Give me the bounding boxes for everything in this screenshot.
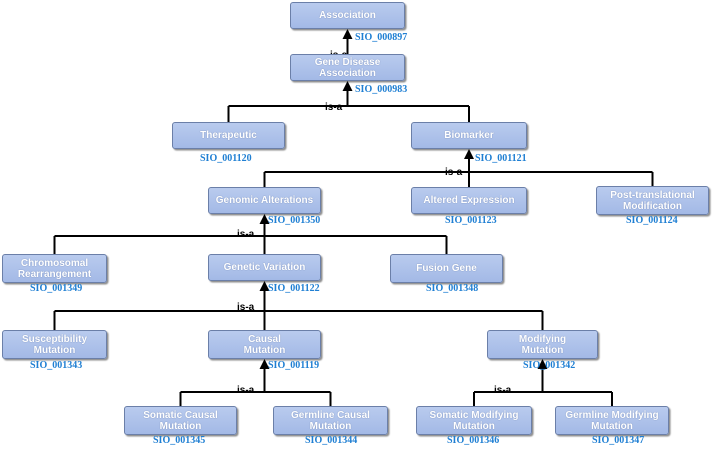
- somatic-causal-mutation-label: Somatic Causal Mutation: [143, 409, 218, 432]
- germline-causal-mutation-sio-id: SIO_001344: [305, 435, 358, 446]
- post-translational-modification-sio-id: SIO_001124: [626, 215, 678, 226]
- therapeutic-label: Therapeutic: [200, 130, 257, 141]
- germline-causal-mutation-node[interactable]: Germline Causal Mutation: [273, 406, 388, 435]
- modifying-mutation-node[interactable]: Modifying Mutation: [487, 330, 598, 359]
- fusion-gene-node[interactable]: Fusion Gene: [390, 254, 503, 283]
- genomic-alterations-sio-id: SIO_001350: [268, 215, 321, 226]
- causal-mutation-sio-id: SIO_001119: [268, 360, 320, 371]
- biomarker-sio-id: SIO_001121: [475, 153, 527, 164]
- association-node[interactable]: Association: [290, 2, 405, 29]
- genetic-variation-node[interactable]: Genetic Variation: [208, 254, 321, 281]
- therapeutic-node[interactable]: Therapeutic: [172, 122, 285, 149]
- germline-modifying-mutation-node[interactable]: Germline Modifying Mutation: [555, 406, 669, 435]
- gene-disease-association-label: Gene Disease Association: [314, 56, 381, 79]
- somatic-causal-mutation-sio-id: SIO_001345: [153, 435, 206, 446]
- fusion-gene-sio-id: SIO_001348: [426, 283, 479, 294]
- chromosomal-rearrangement-label: Chromosomal Rearrangement: [17, 257, 92, 280]
- causal-mutation-is-a-label: is-a: [237, 385, 255, 396]
- modifying-mutation-is-a-label: is-a: [494, 385, 512, 396]
- altered-expression-sio-id: SIO_001123: [445, 215, 497, 226]
- post-translational-modification-label: Post-translational Modification: [610, 189, 695, 212]
- somatic-modifying-mutation-label: Somatic Modifying Mutation: [429, 409, 519, 432]
- germline-modifying-mutation-label: Germline Modifying Mutation: [565, 409, 659, 432]
- modifying-mutation-sio-id: SIO_001342: [523, 360, 576, 371]
- therapeutic-sio-id: SIO_001120: [200, 153, 252, 164]
- genetic-variation-is-a-label: is-a: [237, 302, 255, 313]
- genomic-alterations-node[interactable]: Genomic Alterations: [208, 187, 321, 214]
- gene-disease-association-is-a-label: is-a: [325, 102, 343, 113]
- gene-disease-association-node[interactable]: Gene Disease Association: [290, 54, 405, 81]
- somatic-modifying-mutation-sio-id: SIO_001346: [447, 435, 500, 446]
- germline-causal-mutation-label: Germline Causal Mutation: [291, 409, 370, 432]
- chromosomal-rearrangement-node[interactable]: Chromosomal Rearrangement: [2, 254, 107, 283]
- biomarker-is-a-label: is-a: [445, 167, 463, 178]
- association-sio-id: SIO_000897: [355, 32, 408, 43]
- gene-disease-association-sio-id: SIO_000983: [355, 84, 408, 95]
- causal-mutation-label: Causal Mutation: [243, 333, 286, 356]
- post-translational-modification-node[interactable]: Post-translational Modification: [596, 186, 709, 215]
- genomic-alterations-is-a-label: is-a: [237, 229, 255, 240]
- modifying-mutation-label: Modifying Mutation: [518, 333, 567, 356]
- susceptibility-mutation-node[interactable]: Susceptibility Mutation: [2, 330, 107, 359]
- somatic-modifying-mutation-node[interactable]: Somatic Modifying Mutation: [416, 406, 532, 435]
- altered-expression-node[interactable]: Altered Expression: [411, 187, 527, 214]
- germline-modifying-mutation-sio-id: SIO_001347: [592, 435, 645, 446]
- susceptibility-mutation-sio-id: SIO_001343: [30, 360, 83, 371]
- causal-mutation-node[interactable]: Causal Mutation: [208, 330, 321, 359]
- biomarker-label: Biomarker: [444, 130, 494, 141]
- altered-expression-label: Altered Expression: [423, 195, 515, 206]
- genetic-variation-sio-id: SIO_001122: [268, 283, 320, 294]
- biomarker-node[interactable]: Biomarker: [411, 122, 527, 149]
- susceptibility-mutation-label: Susceptibility Mutation: [21, 333, 87, 356]
- fusion-gene-label: Fusion Gene: [416, 263, 477, 274]
- chromosomal-rearrangement-sio-id: SIO_001349: [30, 283, 83, 294]
- genetic-variation-label: Genetic Variation: [223, 262, 306, 273]
- genomic-alterations-label: Genomic Alterations: [215, 195, 314, 206]
- somatic-causal-mutation-node[interactable]: Somatic Causal Mutation: [124, 406, 237, 435]
- association-label: Association: [319, 10, 376, 21]
